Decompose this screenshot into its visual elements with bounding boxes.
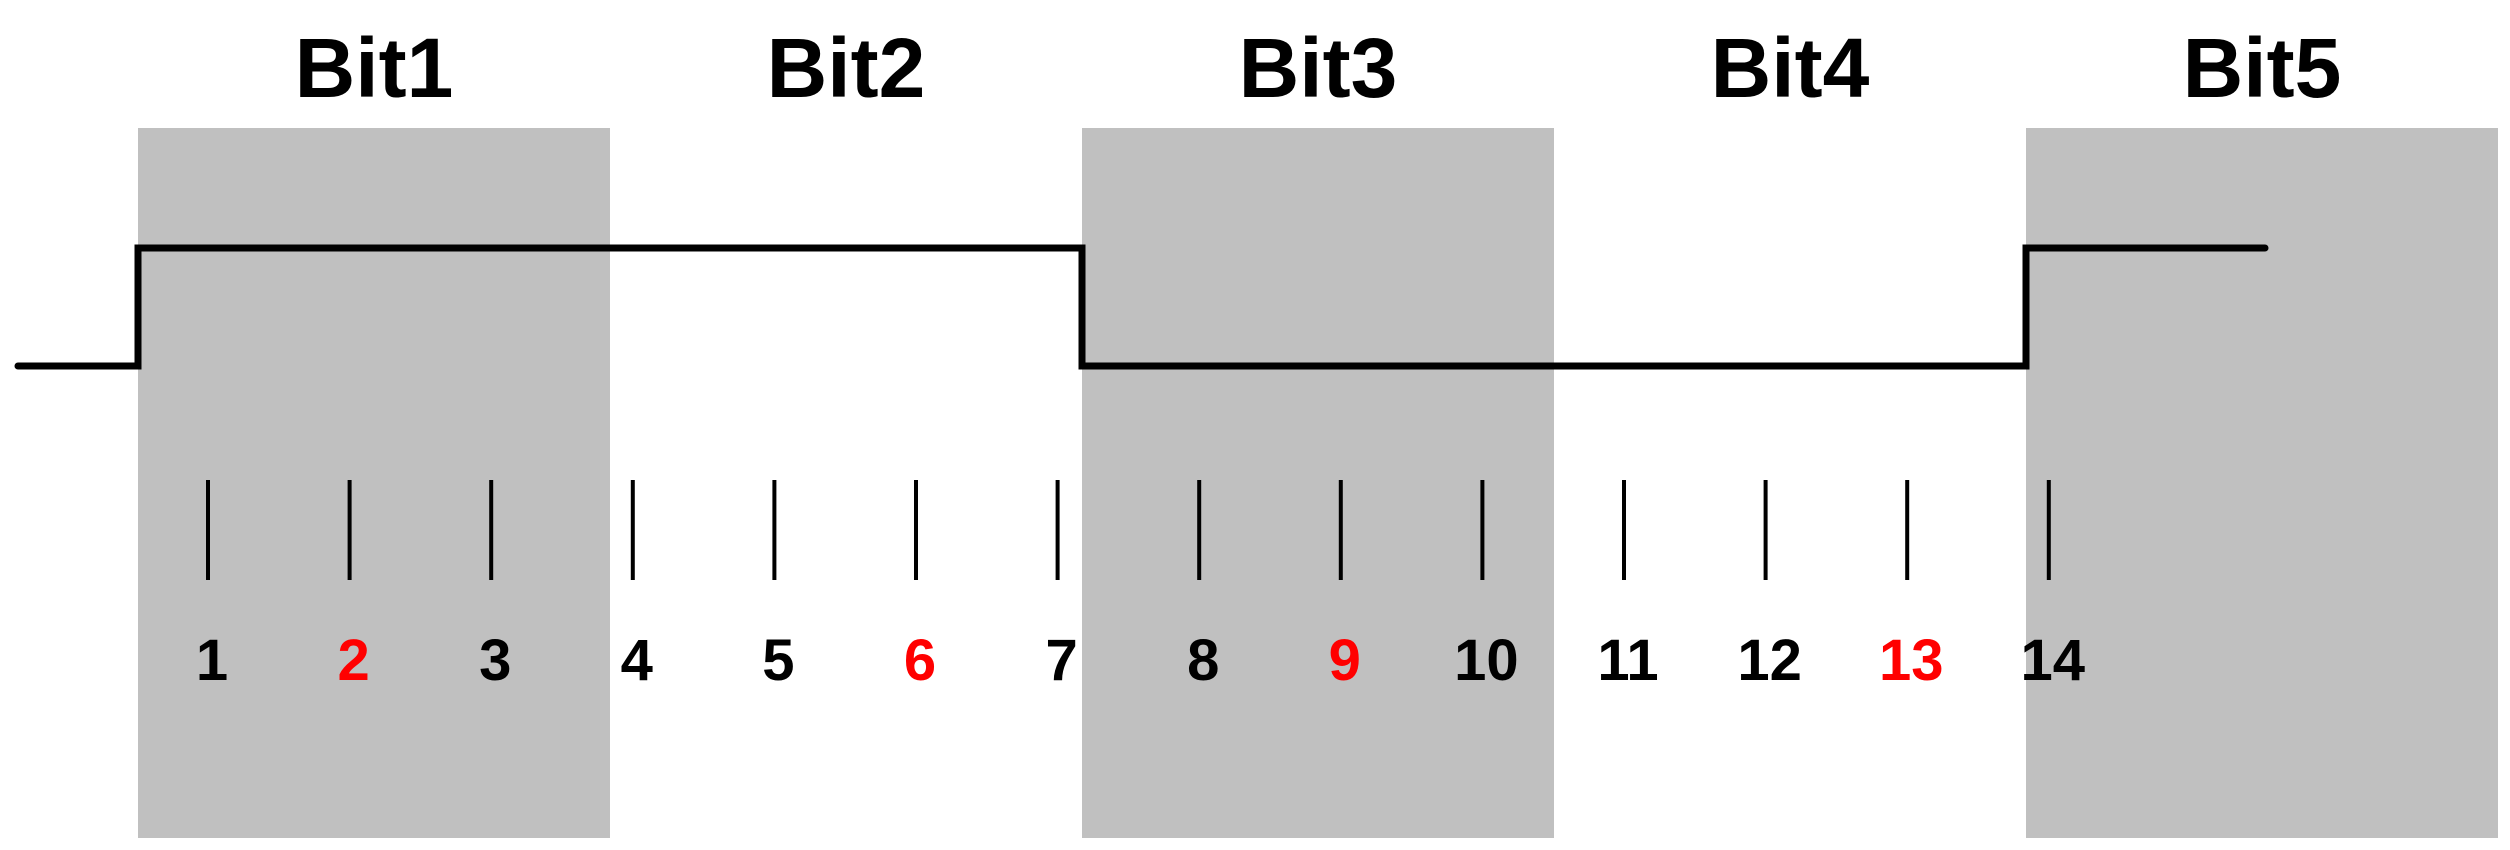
sample-ticks-layer xyxy=(206,480,2051,580)
sample-label-10: 10 xyxy=(1454,628,1519,693)
sample-label-12: 12 xyxy=(1737,628,1802,693)
sample-label-9: 9 xyxy=(1329,628,1361,693)
sample-label-1: 1 xyxy=(196,628,228,693)
sample-label-3: 3 xyxy=(479,628,511,693)
bit-1-label: Bit1 xyxy=(295,21,454,115)
bit-2-label: Bit2 xyxy=(767,21,926,115)
sample-label-7: 7 xyxy=(1045,628,1077,693)
bit-labels-layer: Bit1 Bit2 Bit3 Bit4 Bit5 xyxy=(295,21,2342,115)
bit-3-shade xyxy=(1082,128,1554,838)
sample-label-11: 11 xyxy=(1597,628,1658,693)
sample-label-5: 5 xyxy=(762,628,794,693)
sample-label-14: 14 xyxy=(2021,628,2086,693)
bit-5-label: Bit5 xyxy=(2183,21,2342,115)
sample-label-6: 6 xyxy=(904,628,936,693)
sample-label-8: 8 xyxy=(1187,628,1219,693)
sample-label-4: 4 xyxy=(621,628,653,693)
signal-waveform xyxy=(14,244,2269,370)
sample-label-2: 2 xyxy=(337,628,369,693)
bit-4-label: Bit4 xyxy=(1711,21,1870,115)
bit-5-shade xyxy=(2026,128,2498,838)
signal-waveform-layer xyxy=(14,244,2269,370)
bit-3-label: Bit3 xyxy=(1239,21,1398,115)
sample-label-13: 13 xyxy=(1879,628,1944,693)
